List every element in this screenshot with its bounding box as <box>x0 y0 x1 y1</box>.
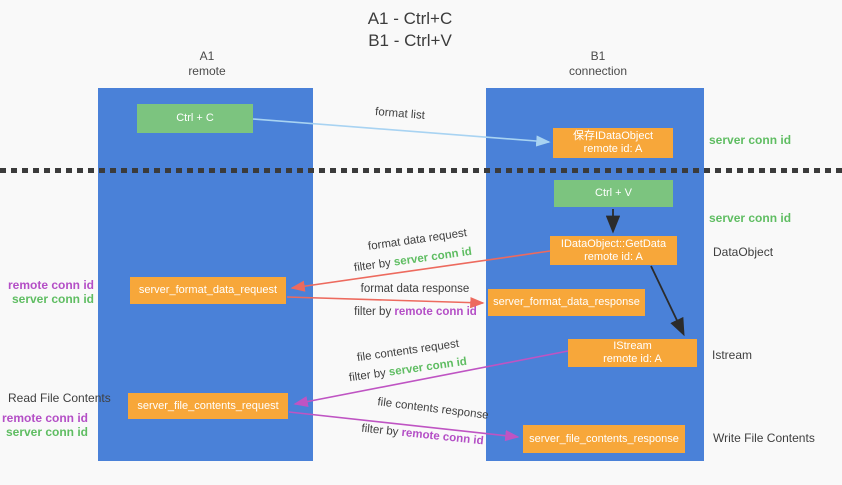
label-remote-conn-id-2: remote conn id <box>1 411 88 425</box>
label-filter-by-remote-conn-id-2: filter by remote conn id <box>345 421 500 449</box>
node-server-file-contents-response-label: server_file_contents_response <box>529 432 679 445</box>
node-server-file-contents-request-label: server_file_contents_request <box>137 399 279 412</box>
label-read-file-contents: Read File Contents <box>8 391 111 405</box>
filter-by-value-4: remote conn id <box>400 426 485 448</box>
node-save-idataobject-line1: 保存IDataObject <box>572 130 654 142</box>
filter-by-value-2: remote conn id <box>394 306 477 318</box>
diagram-title: A1 - Ctrl+C B1 - Ctrl+V <box>330 8 490 52</box>
node-server-file-contents-request: server_file_contents_request <box>128 393 288 419</box>
left-conn-id-group-2: remote conn id server conn id <box>0 411 88 439</box>
filter-by-prefix-1: filter by <box>353 256 395 275</box>
label-format-data-response: format data response <box>360 283 470 295</box>
node-idataobject-getdata-line1: IDataObject::GetData <box>560 237 667 250</box>
node-save-idataobject-line2: remote id: A <box>583 143 643 155</box>
filter-by-prefix-3: filter by <box>348 366 390 385</box>
label-filter-by-remote-conn-id-1: filter by remote conn id <box>338 306 493 318</box>
title-line-1: A1 - Ctrl+C <box>367 9 453 28</box>
dotted-separator <box>0 168 842 173</box>
node-server-format-data-response-label: server_format_data_response <box>493 296 640 308</box>
label-server-conn-id-mid: server conn id <box>709 211 792 225</box>
node-server-format-data-response: server_format_data_response <box>488 289 645 316</box>
node-ctrl-v-label: Ctrl + V <box>595 187 632 199</box>
node-save-idataobject: 保存IDataObject remote id: A <box>553 128 673 158</box>
label-dataobject: DataObject <box>713 245 774 259</box>
filter-by-value-3: server conn id <box>388 355 468 379</box>
title-line-2: B1 - Ctrl+V <box>368 31 452 50</box>
node-istream: IStream remote id: A <box>568 339 697 367</box>
column-a1-subtitle: remote <box>188 64 226 78</box>
node-server-format-data-request: server_format_data_request <box>130 277 286 304</box>
node-ctrl-v: Ctrl + V <box>554 180 673 207</box>
label-remote-conn-id-1: remote conn id <box>7 278 94 292</box>
node-server-file-contents-response: server_file_contents_response <box>523 425 685 453</box>
column-header-b1: B1 connection <box>538 49 658 79</box>
column-b1-subtitle: connection <box>568 64 628 78</box>
column-a1-name: A1 <box>199 49 215 63</box>
node-idataobject-getdata-line2: remote id: A <box>584 250 643 263</box>
label-format-list: format list <box>374 106 426 122</box>
arrow-format-data-response <box>286 296 485 309</box>
left-conn-id-group-1: remote conn id server conn id <box>0 278 94 306</box>
node-server-format-data-request-label: server_format_data_request <box>138 284 278 296</box>
filter-by-prefix-2: filter by <box>354 306 395 318</box>
node-ctrl-c: Ctrl + C <box>137 104 253 133</box>
column-b1-name: B1 <box>590 49 606 63</box>
column-header-a1: A1 remote <box>147 49 267 79</box>
label-istream: Istream <box>712 348 753 362</box>
label-server-conn-id-top: server conn id <box>709 133 792 147</box>
filter-by-prefix-4: filter by <box>360 422 403 439</box>
node-idataobject-getdata: IDataObject::GetData remote id: A <box>550 236 677 265</box>
label-server-conn-id-2: server conn id <box>5 425 88 439</box>
filter-by-value-1: server conn id <box>393 245 473 269</box>
label-server-conn-id-1: server conn id <box>11 292 94 306</box>
node-ctrl-c-label: Ctrl + C <box>176 112 214 124</box>
label-write-file-contents: Write File Contents <box>713 431 815 445</box>
node-istream-line2: remote id: A <box>603 353 662 365</box>
node-istream-line1: IStream <box>613 340 652 352</box>
